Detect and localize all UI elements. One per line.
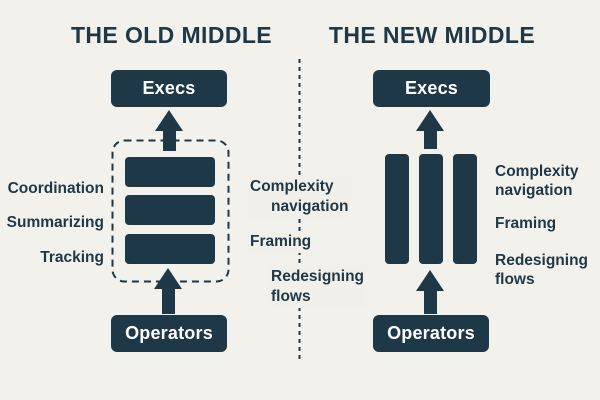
new-middle-pillar-bar xyxy=(419,154,443,264)
arrow-head xyxy=(155,110,183,131)
old-role-label-coordination: Coordination xyxy=(7,180,104,197)
arrow-shaft xyxy=(423,131,437,149)
left-panel-title: THE OLD MIDDLE xyxy=(70,22,273,48)
old-middle-task-bar xyxy=(125,234,215,264)
divider-label-line: Redesigning xyxy=(271,268,365,285)
label-line: Redesigning xyxy=(495,252,589,269)
label-line: Framing xyxy=(495,215,557,232)
up-arrow-icon xyxy=(416,270,444,314)
operators-label-new: Operators xyxy=(387,323,475,343)
old-role-label-summarizing: Summarizing xyxy=(6,214,104,231)
new-middle-pillar-bar xyxy=(385,154,409,264)
execs-box-new: Execs xyxy=(373,70,490,107)
arrow-head xyxy=(416,110,444,131)
execs-label-old: Execs xyxy=(142,78,196,98)
divider-dashed-line xyxy=(298,59,301,360)
old-middle-task-bar xyxy=(125,195,215,225)
operators-label-old: Operators xyxy=(125,323,213,343)
new-middle-pillar-bar xyxy=(453,154,477,264)
divider-label-line: Complexity xyxy=(250,178,334,195)
operators-box-old: Operators xyxy=(111,315,227,352)
label-line: flows xyxy=(495,271,535,288)
arrow-shaft xyxy=(162,131,176,151)
label-line: Complexity xyxy=(495,163,579,180)
arrow-head xyxy=(154,268,182,289)
right-panel-title: THE NEW MIDDLE xyxy=(328,22,536,48)
execs-box-old: Execs xyxy=(111,70,227,107)
label-line: navigation xyxy=(495,182,573,199)
new-role-label-redesigning-flows: Redesigning flows xyxy=(495,251,595,289)
divider-label-line: navigation xyxy=(271,198,349,215)
divider-label-complexity-navigation: Complexity navigation xyxy=(248,176,351,218)
divider-label-framing: Framing xyxy=(248,231,314,253)
execs-label-new: Execs xyxy=(404,78,459,98)
arrow-shaft xyxy=(423,291,437,314)
operators-box-new: Operators xyxy=(373,315,489,352)
up-arrow-icon xyxy=(154,268,182,314)
new-role-label-complexity-navigation: Complexity navigation xyxy=(495,162,595,200)
divider-label-redesigning-flows: Redesigning flows xyxy=(269,266,367,308)
up-arrow-icon xyxy=(416,110,444,149)
new-role-label-framing: Framing xyxy=(495,214,595,233)
arrow-head xyxy=(416,270,444,291)
arrow-shaft xyxy=(161,289,175,314)
up-arrow-icon xyxy=(155,110,183,151)
old-middle-task-bar xyxy=(125,157,215,187)
old-role-label-tracking: Tracking xyxy=(40,249,104,266)
divider-label-line: flows xyxy=(271,288,311,305)
divider-label-line: Framing xyxy=(250,233,312,250)
